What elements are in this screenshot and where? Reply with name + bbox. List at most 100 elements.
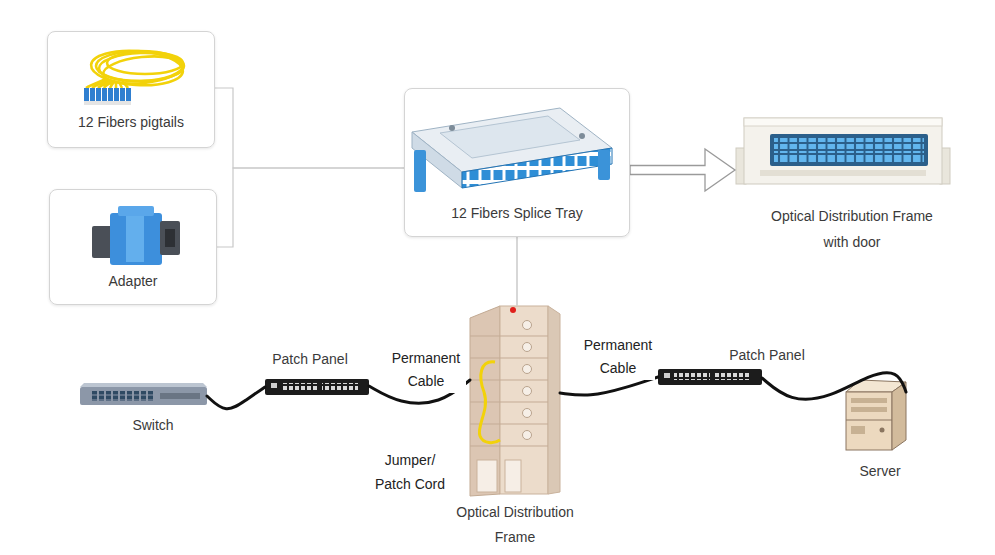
panel-ports: [322, 383, 358, 390]
tray-screw: [449, 125, 455, 131]
fiber-connectors: [84, 88, 131, 105]
tray-bracket: [598, 150, 610, 180]
connector: [108, 88, 113, 101]
server-illustration: [846, 380, 906, 450]
switch-ports: [90, 391, 153, 401]
knob: [523, 343, 532, 352]
drive-slot: [851, 398, 887, 403]
node-label: 12 Fibers Splice Tray: [451, 204, 583, 222]
patch-panel-node: Patch Panel: [265, 349, 369, 396]
component-card: 12 Fibers Splice Tray: [404, 88, 630, 237]
frame-side: [470, 306, 500, 496]
frame-knobs: [523, 321, 532, 440]
node-label: Optical Distribution Frame with door: [757, 203, 947, 255]
frame-cutout: [505, 460, 521, 492]
drive-slot: [851, 426, 865, 434]
panel-ports: [674, 373, 710, 380]
fiber-coil: [99, 52, 184, 83]
panel-ports: [281, 383, 317, 390]
port-row: [774, 138, 924, 149]
knob: [523, 365, 532, 374]
adapter-end: [160, 221, 180, 255]
odf-door-illustration: [736, 118, 950, 184]
odf-illustration: [470, 306, 560, 496]
knob: [523, 431, 532, 440]
door-hinge: [760, 170, 926, 176]
node-label: Server: [859, 462, 900, 480]
shelf-line: [470, 336, 548, 337]
tray-screw: [579, 133, 585, 139]
power-button: [880, 428, 885, 433]
switch-node: Switch: [80, 383, 207, 435]
bracket-line: [215, 88, 404, 168]
node-label: Switch: [132, 416, 173, 434]
knob: [523, 387, 532, 396]
link-line: [516, 237, 517, 305]
panel-logo: [271, 383, 277, 388]
patch-panel-illustration: [658, 369, 762, 385]
distribution-frame-node: Optical Distribution Frame: [470, 305, 560, 552]
cable: [762, 373, 906, 399]
cable: [207, 387, 265, 409]
connector: [102, 88, 107, 101]
node-label: Patch Panel: [729, 346, 805, 364]
connector: [84, 88, 89, 101]
connector: [126, 88, 131, 101]
port-row: [774, 151, 924, 162]
switch-illustration: [80, 383, 207, 405]
panel-ports: [715, 373, 751, 380]
switch-top: [80, 383, 207, 387]
hollow-arrow: [630, 149, 735, 191]
frame-front: [500, 306, 548, 494]
adapter-port: [165, 229, 175, 247]
jumper-cord: [479, 362, 500, 443]
patch-panel-illustration: [265, 379, 369, 395]
shelf-line: [470, 358, 548, 359]
red-dot: [510, 307, 516, 313]
node-label: 12 Fibers pigtails: [78, 113, 184, 131]
connector: [96, 88, 101, 101]
server-side: [892, 382, 906, 450]
connector: [120, 88, 125, 101]
fiber-strands: [86, 79, 128, 88]
panel-body: [265, 379, 369, 395]
knob: [523, 321, 532, 330]
tray-bracket: [414, 150, 426, 192]
equipment-node: Optical Distribution Frame with door: [735, 112, 960, 257]
shelf-line: [470, 446, 548, 447]
pigtail-illustration: [84, 48, 184, 105]
server-divider: [846, 420, 892, 421]
drive-slot: [851, 407, 887, 412]
callout-label: Jumper/ Patch Cord: [370, 448, 450, 496]
tray-recess: [440, 116, 580, 158]
adapter-highlight: [126, 216, 144, 262]
splice-tray-illustration: [412, 108, 612, 192]
server-node: Server: [838, 380, 906, 480]
node-label: Patch Panel: [272, 350, 348, 368]
frame-edge: [548, 306, 560, 494]
frame-shelves: [470, 336, 548, 446]
server-front: [846, 392, 892, 450]
bracket-line: [217, 168, 404, 247]
ferrule-tips: [84, 101, 131, 105]
tray-adapter-row: [462, 148, 612, 188]
connector: [114, 88, 119, 101]
connector: [90, 88, 95, 101]
component-card: 12 Fibers pigtails: [47, 31, 215, 148]
node-label: Optical Distribution Frame: [440, 500, 590, 550]
panel-logo: [664, 373, 670, 378]
component-card: Adapter: [49, 189, 217, 305]
shelf-line: [470, 402, 548, 403]
cable-label: Permanent Cable: [581, 334, 655, 380]
panel-body: [658, 369, 762, 385]
adapter-illustration: [92, 206, 180, 265]
switch-body: [80, 387, 207, 405]
adapter-body: [110, 213, 162, 265]
knob: [523, 409, 532, 418]
port-panel: [770, 134, 928, 166]
adapter-flange: [118, 206, 154, 216]
patch-panel-node: Patch Panel: [658, 345, 762, 385]
cable-label: Permanent Cable: [386, 347, 466, 393]
switch-leds: [160, 393, 200, 399]
